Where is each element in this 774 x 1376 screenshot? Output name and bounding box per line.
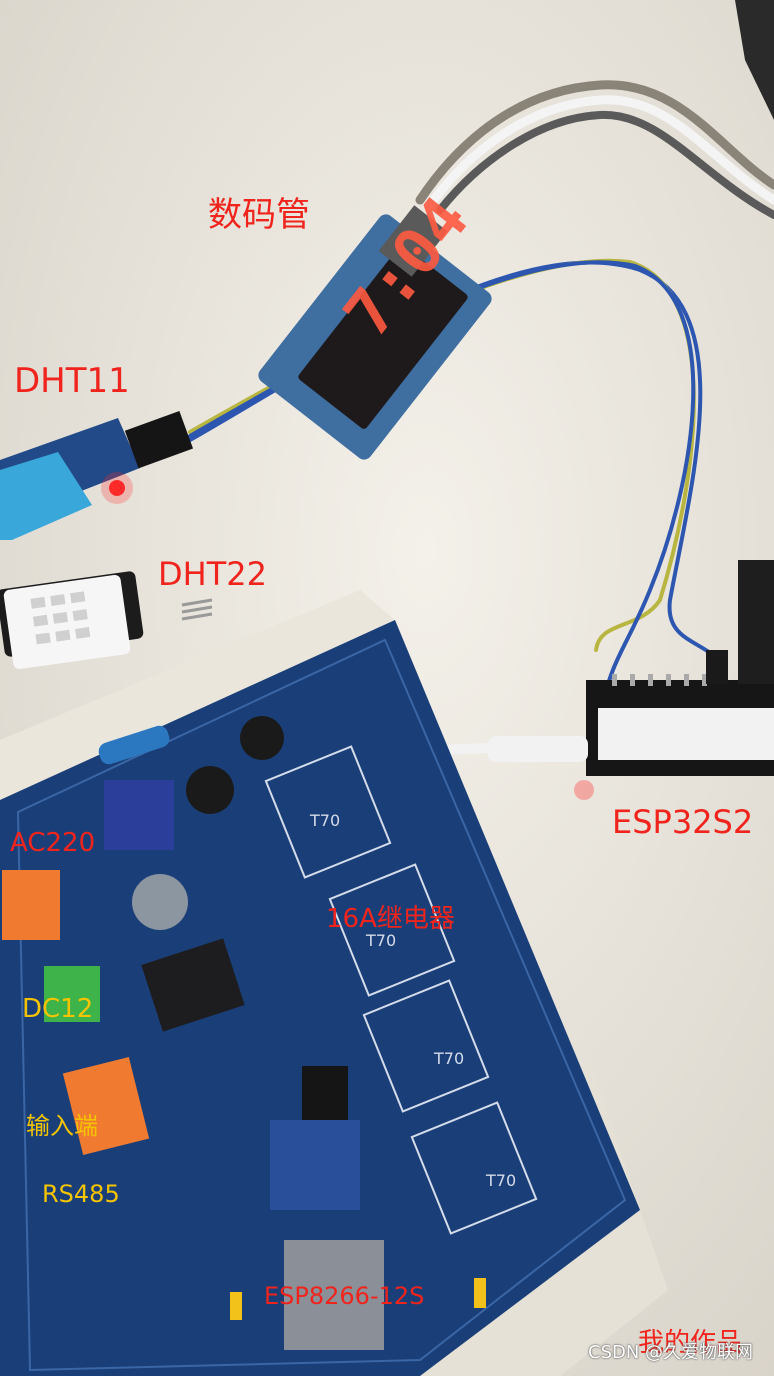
esp8266-label: ESP8266-12S [264, 1282, 425, 1310]
watermark: CSDN @久爱物联网 [588, 1342, 754, 1363]
relay-2-marking: T70 [365, 931, 396, 950]
dc12-label: DC12 [22, 994, 94, 1024]
relay-label: 16A继电器 [326, 904, 455, 934]
relay-4-marking: T70 [485, 1171, 516, 1190]
dht11-label: DHT11 [14, 361, 130, 401]
rs485-label: RS485 [42, 1180, 120, 1208]
dht11-sensor [0, 410, 194, 540]
main-controller-board: T70 T70 T70 T70 [0, 590, 668, 1376]
input-label: 输入端 [26, 1112, 98, 1140]
dht22-label: DHT22 [158, 555, 267, 593]
seven-segment-label: 数码管 [208, 195, 310, 235]
relay-3-marking: T70 [433, 1049, 464, 1068]
dht22-sensor [0, 571, 213, 670]
esp32s2-board [379, 560, 774, 800]
my-work-label: 我的作品 [638, 1328, 743, 1358]
seven-segment-module [258, 205, 492, 460]
relay-1-marking: T70 [309, 811, 340, 830]
ac220-label: AC220 [10, 828, 96, 858]
esp32s2-label: ESP32S2 [612, 803, 754, 841]
